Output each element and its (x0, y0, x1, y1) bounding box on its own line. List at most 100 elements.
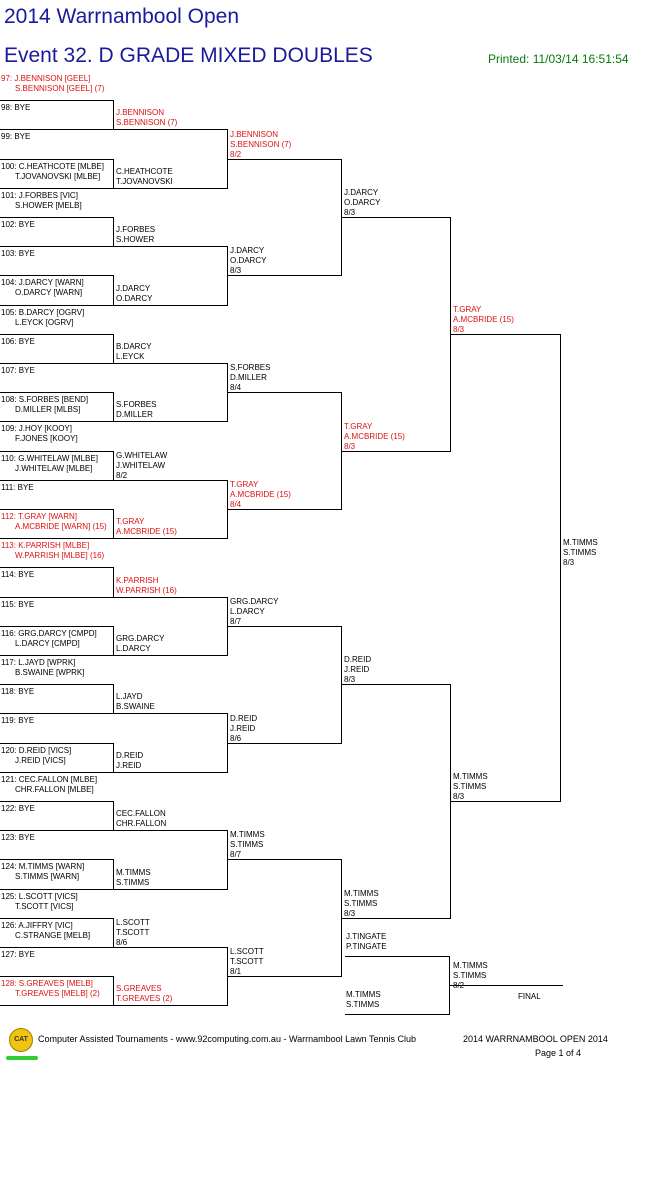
round2-winner-line2: J.REID (116, 760, 142, 770)
draw-entry-rule (0, 655, 113, 656)
draw-entry-label: 109: J.HOY [KOOY] (1, 424, 72, 434)
round1-connector (113, 450, 114, 481)
draw-entry-label: 122: BYE (1, 804, 35, 813)
round2-winner-line1: GRG.DARCY (116, 634, 165, 643)
draw-entry-label: 118: BYE (1, 687, 35, 697)
round3-score: 8/1 (230, 967, 242, 977)
round3-score: 8/7 (230, 616, 242, 626)
draw-entry-rule (0, 304, 113, 306)
draw-entry-label: 112: T.GRAY [WARN] (1, 512, 78, 521)
round3-winner-line2: T.SCOTT (230, 957, 264, 967)
round2-rule (113, 246, 227, 248)
draw-entry-rule (0, 830, 113, 832)
draw-entry-label: 128: S.GREAVES [MELB] (1, 979, 93, 989)
round3-winner-line2: L.DARCY (230, 606, 265, 616)
round5-rule (450, 333, 560, 335)
round2-winner-line2: T.GREAVES (2) (116, 994, 173, 1004)
round3-winner-line1: GRG.DARCY (230, 596, 279, 606)
draw-entry-label: 115: BYE (1, 599, 35, 609)
round3-rule (227, 742, 341, 744)
final-label: FINAL (518, 992, 541, 1001)
round2-winner-line1: S.FORBES (116, 400, 157, 410)
tournament-title: 2014 Warrnambool Open (4, 5, 240, 28)
draw-entry-rule (0, 567, 113, 569)
round2-winner-line1: T.GRAY (116, 517, 145, 527)
draw-entry-partner: B.SWAINE [WPRK] (15, 668, 85, 677)
logo-underline (6, 1056, 38, 1060)
round6-winner-line2: S.TIMMS (563, 548, 597, 558)
event-title: Event 32. D GRADE MIXED DOUBLES (4, 44, 373, 67)
draw-entry-label: 117: L.JAYD [WPRK] (1, 658, 76, 667)
round3-score: 8/4 (230, 500, 242, 509)
round4-rule (341, 684, 450, 686)
draw-entry-label: 99: BYE (1, 132, 31, 142)
draw-entry-rule (0, 450, 113, 452)
round2-rule (113, 187, 227, 189)
round3-rule (227, 275, 341, 277)
draw-entry-partner: CHR.FALLON [MLBE] (15, 784, 94, 794)
draw-entry-rule (0, 917, 113, 919)
round2-winner-line1: L.JAYD (116, 692, 143, 702)
round2-winner-line1: M.TIMMS (116, 867, 151, 877)
round2-winner-line1: J.BENNISON (116, 108, 165, 118)
draw-entry-label: 127: BYE (1, 950, 35, 959)
draw-entry-rule (0, 625, 113, 627)
draw-entry-rule (0, 1005, 113, 1007)
draw-entry-rule (0, 392, 113, 394)
round4-rule (341, 917, 450, 919)
round2-rule (113, 771, 227, 773)
semi-bottom-line1: M.TIMMS (346, 990, 381, 999)
round1-connector (113, 333, 114, 364)
draw-entry-rule (0, 742, 113, 744)
round3-rule (227, 976, 341, 978)
draw-entry-rule (0, 713, 113, 715)
round3-rule (227, 859, 341, 861)
round1-connector (113, 742, 114, 773)
round2-winner-line2: T.SCOTT (116, 928, 150, 937)
round1-connector (113, 625, 114, 656)
round6-score: 8/3 (563, 558, 575, 568)
draw-entry-rule (0, 509, 113, 510)
round2-rule (113, 421, 227, 423)
draw-entry-partner: W.PARRISH [MLBE] (16) (15, 551, 105, 561)
footer-credit: Computer Assisted Tournaments - www.92co… (38, 1034, 417, 1044)
draw-entry-rule (0, 333, 113, 335)
round3-score: 8/6 (230, 733, 242, 743)
round4-winner-line1: D.REID (344, 655, 372, 665)
draw-entry-label: 125: L.SCOTT [VICS] (1, 891, 78, 901)
round3-winner-line1: J.DARCY (230, 246, 265, 256)
footer-page-number: Page 1 of 4 (535, 1048, 582, 1058)
round5-winner-line1: M.TIMMS (453, 772, 488, 781)
draw-entry-label: 97: J.BENNISON [GEEL] (1, 74, 91, 83)
round5-winner-line2: A.MCBRIDE (15) (453, 314, 514, 324)
round3-score: 8/7 (230, 850, 242, 860)
round2-rule (113, 304, 227, 306)
round3-score: 8/4 (230, 383, 242, 393)
draw-entry-rule (0, 801, 113, 802)
draw-entry-rule (0, 363, 113, 364)
draw-entry-rule (0, 217, 113, 218)
draw-entry-partner: T.JOVANOVSKI [MLBE] (15, 171, 101, 181)
round2-winner-line2: L.EYCK (116, 352, 145, 361)
draw-entry-rule (0, 859, 113, 861)
round3-winner-line2: A.MCBRIDE (15) (230, 490, 291, 499)
round3-winner-line1: T.GRAY (230, 480, 259, 489)
round3-rule (227, 158, 341, 160)
draw-entry-partner: O.DARCY [WARN] (15, 288, 83, 298)
draw-entry-label: 107: BYE (1, 366, 35, 375)
draw-entry-rule (0, 187, 113, 189)
draw-entry-rule (0, 947, 113, 948)
round2-winner-line2: S.TIMMS (116, 877, 150, 887)
draw-entry-partner: F.JONES [KOOY] (15, 434, 78, 444)
round1-connector (113, 567, 114, 598)
round2-winner-line2: CHR.FALLON (116, 819, 167, 829)
round2-winner-line2: S.HOWER (116, 235, 155, 245)
round2-winner-line1: B.DARCY (116, 342, 152, 351)
round1-connector (113, 917, 114, 948)
round1-connector (113, 392, 114, 423)
round6-winner-line1: M.TIMMS (563, 538, 598, 548)
draw-entry-partner: A.MCBRIDE [WARN] (15) (15, 522, 107, 531)
round3-winner-line1: D.REID (230, 713, 258, 723)
round2-winner-line2: A.MCBRIDE (15) (116, 527, 177, 537)
round5-score: 8/3 (453, 324, 465, 334)
